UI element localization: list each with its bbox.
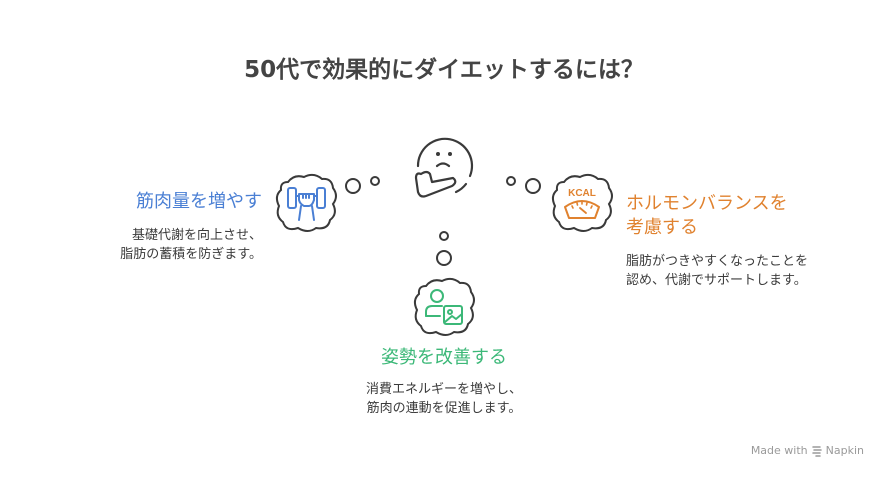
node-heading: 筋肉量を増やす [136, 191, 262, 212]
napkin-logo-icon [811, 445, 822, 457]
thinking-face-icon [414, 137, 474, 198]
kcal-scale-icon: KCAL [564, 188, 600, 219]
node-desc-line: 筋肉の連動を促進します。 [366, 401, 522, 416]
svg-text:KCAL: KCAL [568, 188, 596, 199]
node-heading: 姿勢を改善する [381, 347, 507, 368]
thought-dots-right [506, 176, 541, 194]
thought-dots-bottom [436, 231, 452, 266]
node-hormone: ホルモンバランスを 考慮する 脂肪がつきやすくなったことを 認め、代謝でサポート… [626, 192, 808, 290]
thought-dots-left [345, 176, 380, 194]
page-title: 50代で効果的にダイエットするには？ [244, 57, 644, 83]
node-heading-line: 考慮する [626, 217, 698, 238]
made-with-napkin[interactable]: Made with Napkin [751, 444, 864, 457]
dumbbell-icon [287, 187, 326, 221]
node-heading-line: ホルモンバランスを [626, 193, 788, 214]
node-desc-line: 脂肪がつきやすくなったことを [626, 254, 809, 269]
node-posture: 姿勢を改善する 消費エネルギーを増やし、 筋肉の連動を促進します。 [294, 346, 594, 418]
cloud-posture [413, 277, 475, 336]
cloud-muscle [275, 173, 337, 232]
cloud-hormone: KCAL [551, 173, 613, 232]
node-desc-line: 認め、代謝でサポートします。 [626, 273, 807, 288]
made-with-label: Made with [750, 444, 808, 457]
napkin-brand: Napkin [825, 444, 864, 457]
node-desc-line: 消費エネルギーを増やし、 [365, 382, 522, 397]
node-desc-line: 脂肪の蓄積を防ぎます。 [120, 247, 262, 262]
person-image-icon [425, 289, 463, 325]
node-desc-line: 基礎代謝を向上させ、 [131, 228, 262, 243]
node-muscle: 筋肉量を増やす 基礎代謝を向上させ、 脂肪の蓄積を防ぎます。 [120, 190, 262, 264]
